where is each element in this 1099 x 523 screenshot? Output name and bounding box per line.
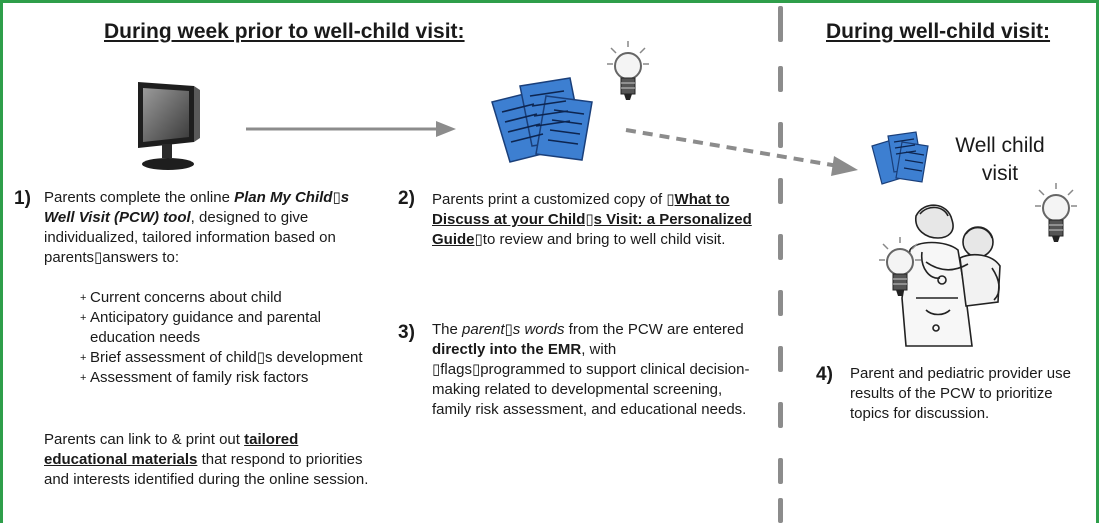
well-child-visit-label: Well child visit (930, 132, 1070, 188)
step-2-after: ▯to review and bring to well child visit… (474, 231, 726, 248)
list-item: +Anticipatory guidance and parental educ… (80, 308, 375, 348)
step-2-text: Parents print a customized copy of ▯What… (432, 190, 752, 250)
step-3-mid: from the PCW are entered (564, 321, 744, 338)
bullet-marker: + (80, 352, 87, 364)
list-item: +Assessment of family risk factors (80, 368, 375, 388)
step-1-intro: Parents complete the online (44, 189, 235, 206)
list-item: +Current concerns about child (80, 288, 375, 308)
step-3-bold: directly into the EMR (432, 341, 582, 358)
lightbulb-icon (607, 41, 649, 100)
arrow-dashed (625, 128, 858, 176)
step-2-number: 2) (398, 188, 415, 209)
bullet-marker: + (80, 292, 87, 304)
educational-materials-link[interactable]: tailored educational materials (44, 431, 299, 468)
step-3-after: , with ▯flags▯programmed to support clin… (432, 341, 750, 418)
divider-segment (778, 178, 783, 204)
link-intro: Parents can link to & print out (44, 431, 245, 448)
step-4-text: Parent and pediatric provider use result… (850, 365, 1071, 422)
step-3-number: 3) (398, 322, 415, 343)
bullet-marker: + (80, 372, 87, 384)
divider-segment (778, 458, 783, 484)
step-1-text: Parents complete the online Plan My Chil… (44, 188, 370, 268)
divider-segment (778, 498, 783, 523)
divider-segment (778, 6, 783, 42)
step-3-pre: The (432, 321, 463, 338)
divider-segment (778, 290, 783, 316)
documents-icon (491, 77, 593, 163)
bullet-text: Current concerns about child (90, 289, 282, 306)
well-child-label-line1: Well child (955, 134, 1045, 157)
list-item: +Brief assessment of child▯s development (80, 348, 375, 368)
bullet-text: Brief assessment of child▯s development (90, 349, 363, 366)
left-section-heading: During week prior to well-child visit: (104, 20, 465, 43)
step-1-bullet-list: +Current concerns about child +Anticipat… (80, 288, 375, 388)
computer-monitor-icon (138, 82, 200, 170)
divider-segment (778, 66, 783, 92)
divider-segment (778, 234, 783, 260)
divider-segment (778, 122, 783, 148)
bullet-marker: + (80, 312, 87, 324)
step-3-text: The parent▯s words from the PCW are ente… (432, 320, 752, 420)
right-section-heading: During well-child visit: (826, 20, 1051, 43)
divider-segment (778, 402, 783, 428)
arrow-solid (246, 121, 456, 137)
step-1-number: 1) (14, 188, 31, 209)
personalized-guide-title: ▯What to Discuss at your Child▯s Visit: … (432, 191, 752, 248)
step-4-number: 4) (816, 364, 833, 385)
divider-segment (778, 346, 783, 372)
lightbulb-icon (1035, 183, 1077, 242)
link-after: that respond to priorities and interests… (44, 451, 369, 488)
documents-icon-small (871, 131, 929, 185)
well-child-label-line2: visit (981, 162, 1019, 185)
bullet-text: Anticipatory guidance and parental educa… (90, 309, 321, 346)
step-1-link-text: Parents can link to & print out tailored… (44, 430, 370, 490)
step-1-after-tool: , designed to give individualized, tailo… (44, 209, 336, 266)
pcw-tool-name: Plan My Child▯s Well Visit (PCW) tool (44, 189, 350, 226)
lightbulb-icon (879, 237, 921, 296)
bullet-text: Assessment of family risk factors (90, 369, 309, 386)
step-2-intro: Parents print a customized copy of (432, 191, 667, 208)
step-3-italic: parent▯s words (462, 321, 565, 338)
